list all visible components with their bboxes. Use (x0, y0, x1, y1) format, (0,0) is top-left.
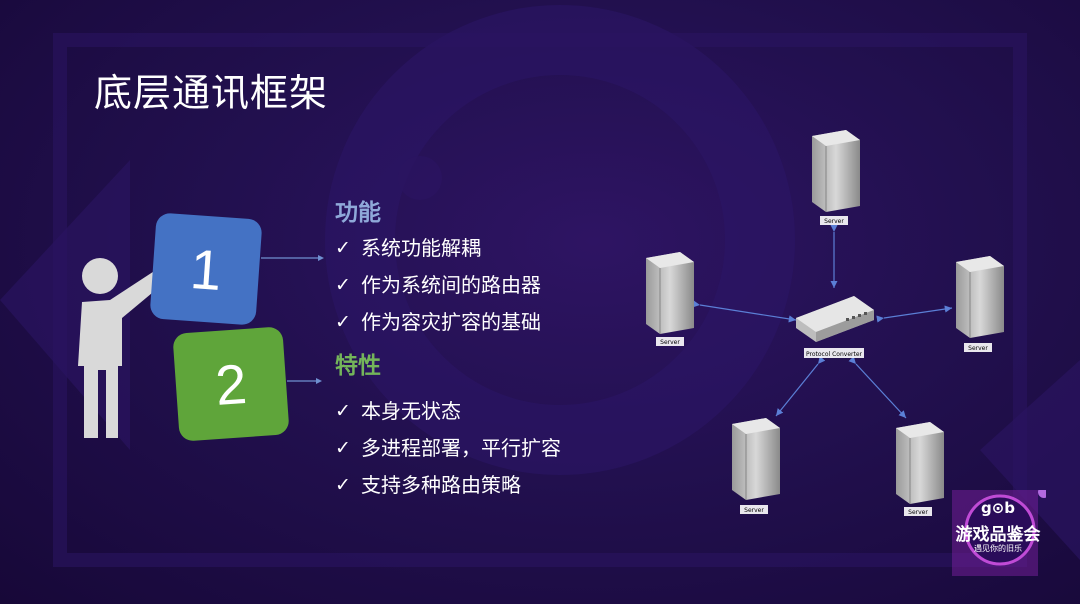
list-item: ✓多进程部署，平行扩容 (335, 436, 561, 460)
arrow-icon (316, 378, 322, 384)
protocol-converter-label: Protocol Converter (806, 351, 863, 358)
logo-badge-icon (952, 490, 1046, 576)
server-label: Server (744, 507, 764, 514)
functions-list: ✓系统功能解耦 ✓作为系统间的路由器 ✓作为容灾扩容的基础 (335, 234, 541, 345)
event-logo: g⊙b 游戏品鉴会 遇见你的旧乐 (950, 490, 1046, 576)
list-item: ✓作为系统间的路由器 (335, 273, 541, 297)
server-icon (896, 422, 944, 504)
features-list: ✓本身无状态 ✓多进程部署，平行扩容 ✓支持多种路由策略 (335, 397, 561, 508)
server-label: Server (660, 339, 680, 346)
functions-heading: 功能 (335, 200, 381, 226)
server-icon (956, 256, 1004, 338)
server-label: Server (968, 345, 988, 352)
list-item: ✓系统功能解耦 (335, 236, 481, 260)
features-heading: 特性 (335, 353, 381, 379)
logo-text: 游戏品鉴会 (955, 525, 1041, 545)
check-icon: ✓ (335, 400, 351, 422)
server-label: Server (824, 218, 844, 225)
person-icon (78, 258, 170, 438)
logo-subtitle: 遇见你的旧乐 (974, 544, 1022, 553)
check-icon: ✓ (335, 474, 351, 496)
list-item: ✓支持多种路由策略 (335, 473, 521, 497)
page-title: 底层通讯框架 (94, 71, 329, 115)
check-icon: ✓ (335, 274, 351, 296)
logo-brand: g⊙b (980, 499, 1016, 517)
check-icon: ✓ (335, 311, 351, 333)
server-icon (646, 252, 694, 334)
server-icon (812, 130, 860, 212)
server-label: Server (908, 509, 928, 516)
check-icon: ✓ (335, 237, 351, 259)
list-item: ✓本身无状态 (335, 399, 461, 423)
arrow-icon (318, 255, 324, 261)
list-item: ✓作为容灾扩容的基础 (335, 310, 541, 334)
server-icon (732, 418, 780, 500)
router-icon (796, 296, 874, 342)
check-icon: ✓ (335, 437, 351, 459)
